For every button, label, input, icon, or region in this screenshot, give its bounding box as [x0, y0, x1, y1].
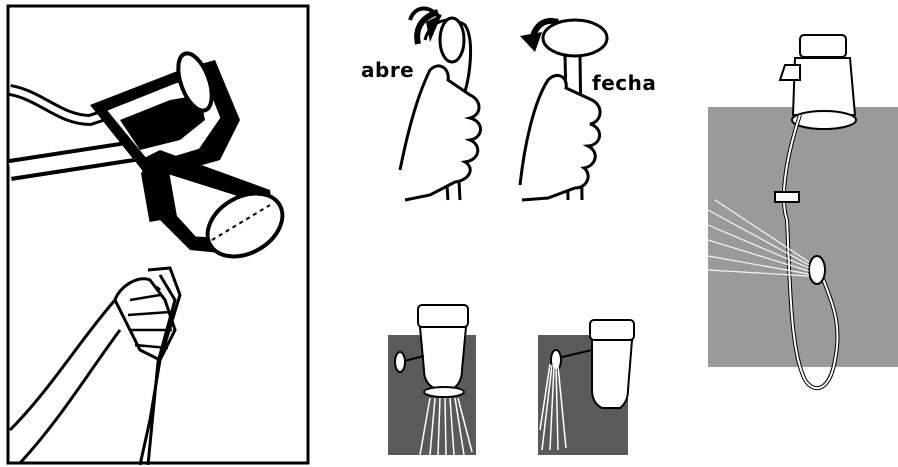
- hand-mode-figure: [538, 320, 634, 455]
- close-hand-figure: [520, 20, 607, 200]
- shower-mode-figure: [388, 305, 476, 455]
- faucet-valve: [780, 65, 800, 80]
- wall-install-illustration: [705, 20, 898, 465]
- heater-body-right: [592, 340, 632, 408]
- showerhead-closeup-illustration: [0, 0, 320, 467]
- spray-modes-illustration: [380, 290, 660, 460]
- rotate-head-illustration: [370, 0, 670, 220]
- heater-face: [792, 111, 856, 129]
- rotation-arrow-icon-down: [520, 32, 542, 52]
- spray-modes-panel: [380, 290, 660, 460]
- open-hand-figure: [400, 8, 481, 200]
- heater-body-left: [420, 327, 466, 388]
- open-hand-outline: [400, 66, 481, 200]
- heater-body: [793, 58, 855, 115]
- shower-disc-right: [543, 20, 607, 56]
- hose-clip: [775, 192, 799, 202]
- wall-install-panel: [705, 20, 898, 465]
- hand-shower: [809, 256, 825, 284]
- open-label: abre: [361, 58, 414, 82]
- showerhead-closeup-panel: [0, 0, 320, 467]
- close-label: fecha: [592, 71, 656, 95]
- close-hand-outline: [520, 75, 600, 200]
- hand-shower-left: [395, 352, 405, 372]
- rotate-head-panel: [370, 0, 670, 220]
